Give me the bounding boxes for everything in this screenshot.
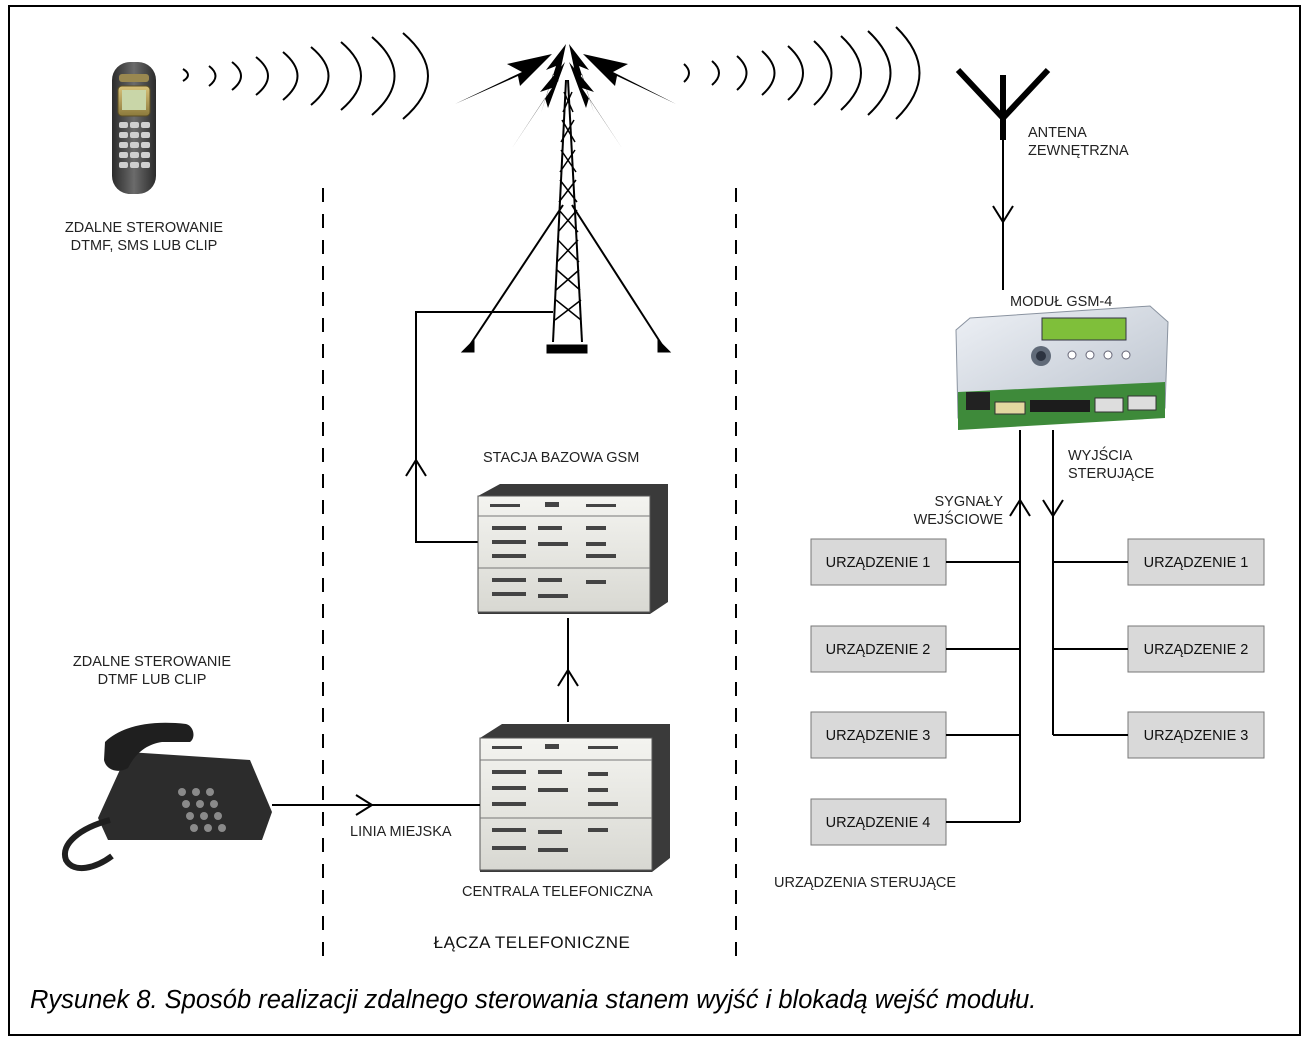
right-devices: URZĄDZENIE 1 URZĄDZENIE 2 URZĄDZENIE 3: [1053, 538, 1265, 759]
city-line-connection: [272, 794, 480, 816]
exchange-label: CENTRALA TELEFONICZNA: [462, 884, 653, 900]
base-station-label: STACJA BAZOWA GSM: [483, 450, 639, 466]
mobile-phone-image: [112, 62, 156, 194]
module-connections: [1009, 430, 1064, 822]
inputs-label-line1: SYGNAŁY: [935, 494, 1004, 510]
device-box: URZĄDZENIE 3: [1053, 711, 1265, 759]
device-box: URZĄDZENIE 4: [810, 798, 1020, 846]
city-line-label: LINIA MIEJSKA: [350, 824, 452, 840]
remote-mobile-label-line1: ZDALNE STEROWANIE: [65, 220, 224, 236]
telephone-exchange-rack-image: [479, 724, 670, 872]
remote-phone-label-line1: ZDALNE STEROWANIE: [73, 654, 232, 670]
outputs-label-line2: STERUJĄCE: [1068, 466, 1155, 482]
inputs-label-line2: WEJŚCIOWE: [914, 510, 1004, 528]
gsm-tower-icon: [455, 44, 676, 354]
device-label: URZĄDZENIE 3: [826, 728, 931, 744]
gsm-module-image: [955, 305, 1169, 430]
device-box: URZĄDZENIE 1: [1053, 538, 1265, 586]
device-box: URZĄDZENIE 2: [810, 625, 1020, 673]
device-label: URZĄDZENIE 1: [1144, 555, 1249, 571]
left-devices: URZĄDZENIE 1 URZĄDZENIE 2 URZĄDZENIE 3 U…: [810, 538, 1020, 846]
device-box: URZĄDZENIE 1: [810, 538, 1020, 586]
device-box: URZĄDZENIE 2: [1053, 625, 1265, 673]
remote-mobile-label-line2: DTMF, SMS LUB CLIP: [71, 238, 218, 254]
outputs-label-line1: WYJŚCIA: [1068, 446, 1133, 464]
device-label: URZĄDZENIE 2: [1144, 642, 1249, 658]
device-label: URZĄDZENIE 2: [826, 642, 931, 658]
figure-caption: Rysunek 8. Sposób realizacji zdalnego st…: [30, 986, 1037, 1014]
base-station-rack-image: [477, 484, 668, 614]
base-station-link: [405, 311, 553, 543]
exchange-link: [557, 618, 579, 722]
device-label: URZĄDZENIE 4: [826, 815, 931, 831]
antenna-label-line2: ZEWNĘTRZNA: [1028, 143, 1129, 159]
remote-phone-label-line2: DTMF LUB CLIP: [98, 672, 207, 688]
phone-links-label: ŁĄCZA TELEFONICZNE: [434, 933, 631, 952]
external-antenna-icon: [955, 67, 1051, 290]
module-label: MODUŁ GSM-4: [1010, 294, 1112, 310]
device-label: URZĄDZENIE 3: [1144, 728, 1249, 744]
antenna-label-line1: ANTENA: [1028, 125, 1087, 141]
device-box: URZĄDZENIE 3: [810, 711, 1020, 759]
radio-waves-right: [683, 26, 921, 120]
controlled-devices-label: URZĄDZENIA STERUJĄCE: [774, 875, 956, 891]
desk-phone-image: [61, 722, 272, 872]
device-label: URZĄDZENIE 1: [826, 555, 931, 571]
figure-frame: [8, 5, 1301, 1036]
radio-waves-left: [182, 32, 429, 120]
